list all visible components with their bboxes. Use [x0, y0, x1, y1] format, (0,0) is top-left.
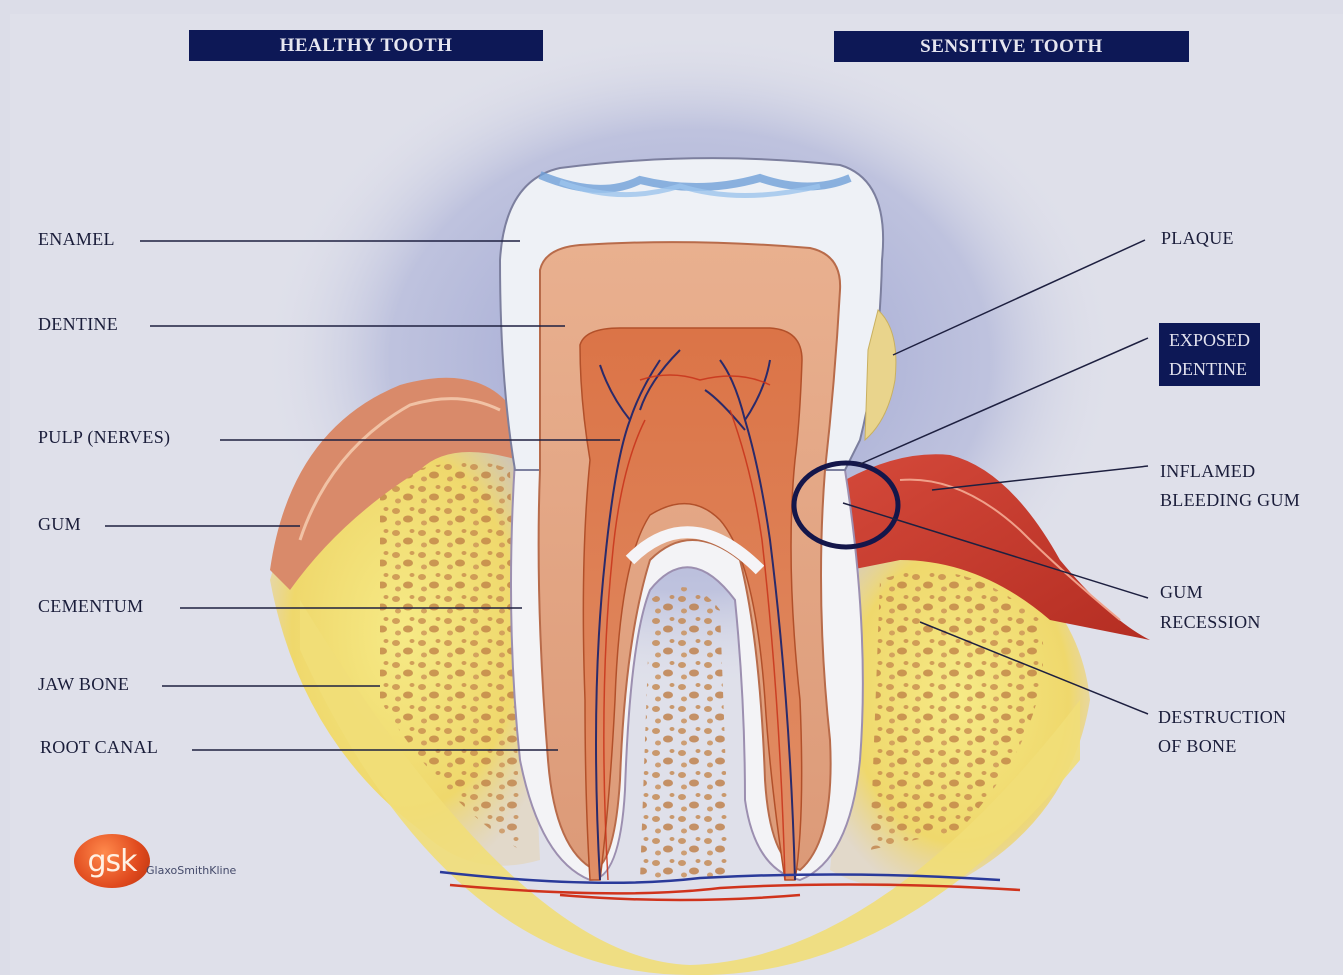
gsk-logo: gsk GlaxoSmithKline [74, 830, 284, 890]
label-gum: GUM [38, 510, 81, 539]
label-exposed-line2: DENTINE [1169, 355, 1250, 384]
label-exposed-dentine: EXPOSED DENTINE [1159, 323, 1260, 386]
sensitive-tooth-banner: SENSITIVE TOOTH [834, 31, 1189, 62]
label-inflamed-line1: INFLAMED [1160, 457, 1255, 486]
label-enamel: ENAMEL [38, 225, 115, 254]
label-pulp: PULP (NERVES) [38, 423, 170, 452]
label-cementum: CEMENTUM [38, 592, 143, 621]
label-inflamed-line2: BLEEDING GUM [1160, 486, 1300, 515]
gsk-mark: gsk [74, 834, 150, 888]
label-recession-line1: GUM [1160, 578, 1203, 607]
gsk-wordmark: GlaxoSmithKline [146, 864, 236, 877]
label-recession-line2: RECESSION [1160, 608, 1261, 637]
label-destruction-line2: OF BONE [1158, 732, 1237, 761]
label-destruction-line1: DESTRUCTION [1158, 703, 1286, 732]
label-dentine: DENTINE [38, 310, 118, 339]
label-exposed-line1: EXPOSED [1169, 326, 1250, 355]
label-jaw-bone: JAW BONE [38, 670, 129, 699]
label-plaque: PLAQUE [1161, 224, 1234, 253]
label-root-canal: ROOT CANAL [40, 733, 158, 762]
healthy-tooth-banner: HEALTHY TOOTH [189, 30, 543, 61]
